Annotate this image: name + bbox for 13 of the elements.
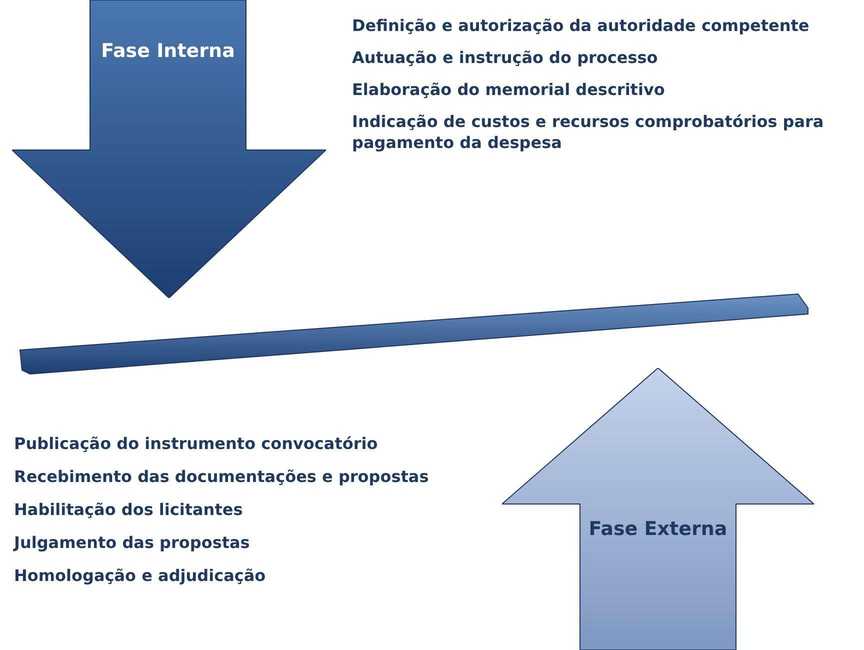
list-item: Homologação e adjudicação: [14, 566, 267, 587]
list-item: Elaboração do memorial descritivo: [352, 80, 666, 101]
list-item: Autuação e instrução do processo: [352, 48, 659, 69]
down-arrow: [12, 0, 326, 298]
list-item: Publicação do instrumento convocatório: [14, 434, 379, 455]
list-item: Habilitação dos licitantes: [14, 500, 244, 521]
list-item: Julgamento das propostas: [14, 533, 251, 554]
phase-label: Fase Interna: [100, 39, 236, 64]
list-item: Indicação de custos e recursos comprobatórios para pagamento da despesa: [352, 112, 825, 154]
list-item: Definição e autorização da autoridade competente: [352, 16, 810, 37]
phase-label: Fase Externa: [588, 517, 728, 542]
list-item: Recebimento das documentações e propostas: [14, 467, 430, 488]
up-arrow: [502, 368, 814, 650]
